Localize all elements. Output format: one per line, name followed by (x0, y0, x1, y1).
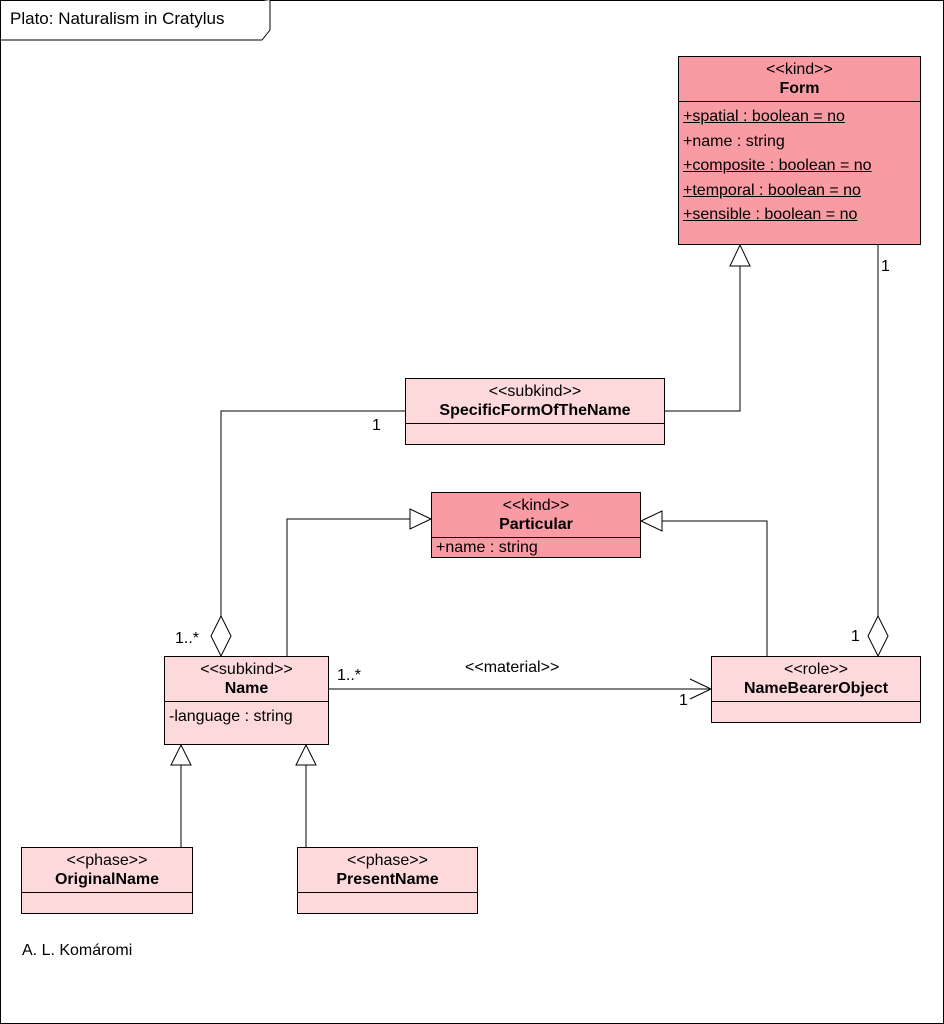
class-present-name-name: PresentName (336, 871, 439, 888)
attribute: +sensible : boolean = no (683, 206, 858, 224)
class-specific-form-header: <<subkind>> SpecificFormOfTheName (406, 379, 664, 424)
class-original-name-header: <<phase>> OriginalName (22, 848, 192, 893)
aggregation-diamond-name (210, 614, 232, 658)
attribute: +name : string (683, 132, 785, 150)
class-specific-form-of-the-name[interactable]: <<subkind>> SpecificFormOfTheName (405, 378, 665, 445)
class-form-stereotype: <<kind>> (766, 61, 833, 78)
class-original-name-name: OriginalName (54, 871, 160, 888)
generalization-name-to-particular (286, 518, 410, 656)
attribute: +temporal : boolean = no (683, 181, 861, 199)
generalization-bearer-to-particular (662, 520, 768, 656)
class-original-name[interactable]: <<phase>> OriginalName (21, 847, 193, 914)
class-present-name-header: <<phase>> PresentName (298, 848, 477, 893)
class-form-header: <<kind>> Form (679, 57, 920, 102)
multiplicity-material-bearer-end: 1 (679, 692, 688, 709)
multiplicity-specific-form-end: 1 (372, 417, 381, 434)
generalization-arrowhead-particular-right (639, 510, 663, 532)
aggregation-diamond-bearer (867, 614, 889, 658)
diagram-title: Plato: Naturalism in Cratylus (10, 9, 225, 28)
multiplicity-bearer-aggregation-end: 1 (851, 628, 860, 645)
attribute: +composite : boolean = no (683, 157, 872, 175)
class-present-name-stereotype: <<phase>> (347, 852, 428, 869)
class-particular-header: <<kind>> Particular (432, 493, 640, 538)
multiplicity-form-end: 1 (881, 258, 890, 275)
class-name-stereotype: <<subkind>> (200, 661, 293, 678)
class-name-header: <<subkind>> Name (165, 657, 328, 702)
class-name-bearer-name: NameBearerObject (743, 680, 889, 697)
class-original-name-stereotype: <<phase>> (66, 852, 148, 869)
class-form[interactable]: <<kind>> Form +spatial : boolean = no +n… (678, 56, 921, 245)
attribute: +spatial : boolean = no (683, 108, 845, 125)
title-tab-border (0, 0, 271, 41)
class-present-name[interactable]: <<phase>> PresentName (297, 847, 478, 914)
generalization-arrowhead-name-right (295, 743, 317, 766)
class-name-bearer-header: <<role>> NameBearerObject (712, 657, 920, 702)
multiplicity-name-aggregation-end: 1..* (175, 630, 200, 647)
diagram-title-tab: Plato: Naturalism in Cratylus (0, 0, 270, 40)
generalization-arrowhead-form (729, 243, 751, 267)
class-particular-name: Particular (499, 516, 573, 533)
author-credit: A. L. Komáromi (22, 942, 133, 959)
attribute: -language : string (169, 708, 293, 725)
class-name-name: Name (224, 680, 269, 697)
generalization-arrowhead-name-left (170, 743, 192, 766)
class-name-attributes: -language : string (165, 702, 328, 733)
class-name-bearer-stereotype: <<role>> (783, 661, 849, 678)
class-specific-form-stereotype: <<subkind>> (488, 383, 582, 400)
class-specific-form-name: SpecificFormOfTheName (439, 402, 631, 419)
aggregation-specific-name (220, 410, 405, 616)
class-particular-stereotype: <<kind>> (502, 497, 570, 514)
class-particular[interactable]: <<kind>> Particular +name : string (431, 492, 641, 558)
multiplicity-material-name-end: 1..* (337, 667, 362, 684)
material-association-label: <<material>> (465, 659, 560, 676)
class-particular-attribute-clipped: +name : string (436, 539, 538, 556)
class-name[interactable]: <<subkind>> Name -language : string (164, 656, 329, 745)
class-form-name: Form (779, 80, 820, 97)
generalization-specific-to-form (665, 266, 741, 412)
class-name-bearer-object[interactable]: <<role>> NameBearerObject (711, 656, 921, 723)
generalization-arrowhead-particular-left (409, 508, 433, 530)
class-form-attributes: +spatial : boolean = no +name : string +… (679, 102, 920, 231)
